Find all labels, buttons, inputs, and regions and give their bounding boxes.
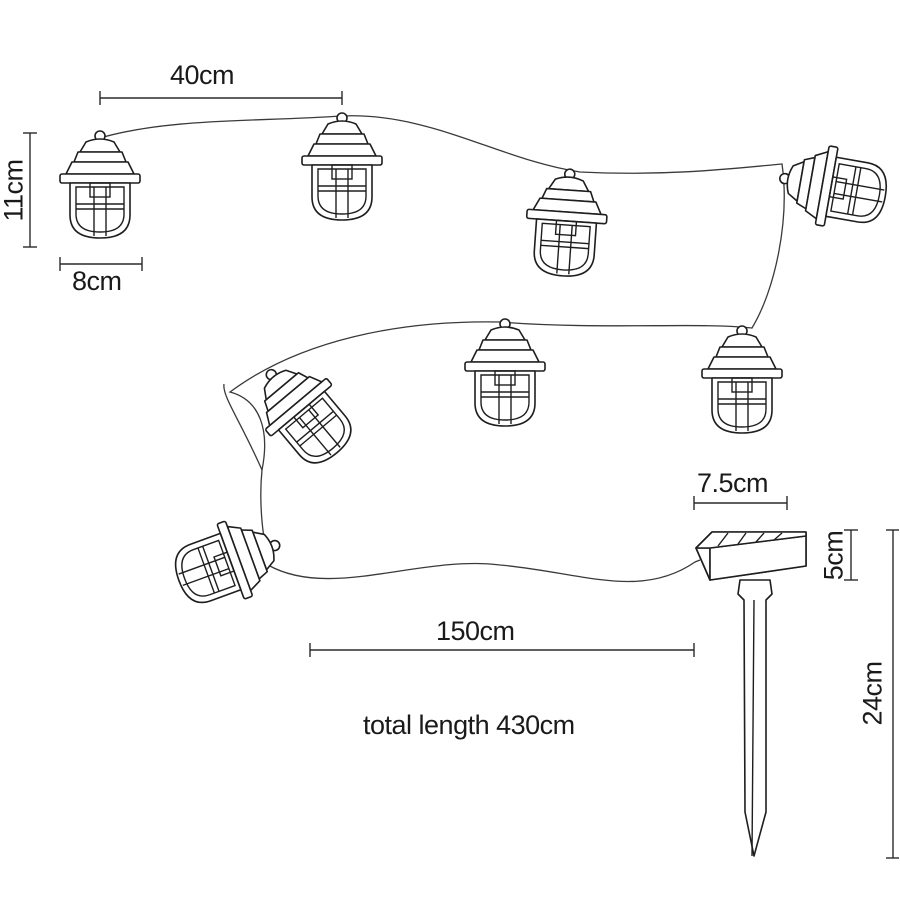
lantern-6 bbox=[701, 325, 783, 434]
label-stake-height: 24cm bbox=[857, 661, 888, 726]
lantern-3 bbox=[521, 165, 611, 280]
dim-panel-width bbox=[693, 496, 788, 510]
label-panel-width: 7.5cm bbox=[697, 468, 769, 498]
dim-lantern-width bbox=[59, 257, 143, 271]
label-lantern-width: 8cm bbox=[72, 266, 122, 296]
dim-lead-length bbox=[309, 643, 695, 657]
lantern-1 bbox=[59, 130, 141, 239]
dim-lantern-spacing bbox=[99, 91, 343, 105]
ground-stake bbox=[737, 579, 773, 857]
label-lead-length: 150cm bbox=[436, 616, 515, 646]
string-wire bbox=[99, 115, 785, 583]
dim-panel-height bbox=[844, 529, 858, 581]
label-panel-height: 5cm bbox=[818, 530, 849, 581]
label-lantern-spacing: 40cm bbox=[170, 60, 235, 90]
lantern-2 bbox=[301, 112, 383, 221]
label-lantern-height: 11cm bbox=[0, 159, 29, 222]
dim-lantern-height bbox=[23, 132, 37, 248]
dim-stake-height bbox=[886, 529, 899, 859]
lantern-8 bbox=[164, 505, 294, 619]
lantern-5 bbox=[464, 318, 546, 427]
lantern-4 bbox=[772, 137, 894, 237]
solar-panel bbox=[695, 531, 807, 581]
label-total-length: total length 430cm bbox=[363, 710, 575, 740]
